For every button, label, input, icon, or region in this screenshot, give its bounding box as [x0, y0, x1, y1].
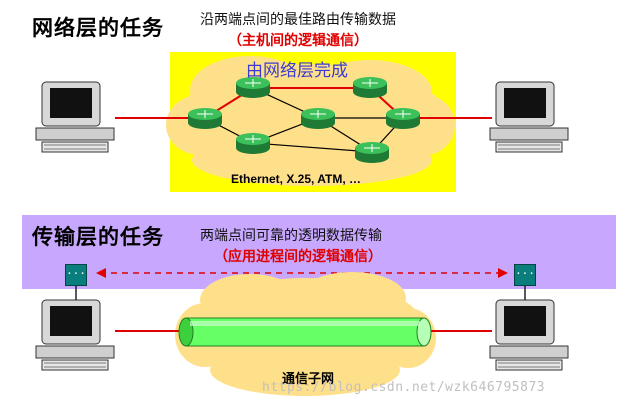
router-icon — [386, 108, 420, 129]
transport-layer-title: 传输层的任务 — [32, 224, 164, 249]
router-icon — [353, 77, 387, 98]
network-technologies: Ethernet, X.25, ATM, … — [231, 172, 362, 186]
process-icon-right: ··· — [514, 264, 536, 286]
pipe-icon — [178, 317, 432, 347]
router-icon — [188, 108, 222, 129]
transport-layer-caption: 两端点间可靠的透明数据传输 — [200, 228, 382, 244]
router-icon — [236, 77, 270, 98]
router-icon — [301, 108, 335, 129]
logical-link — [96, 268, 508, 278]
process-icon-left: ··· — [65, 264, 87, 286]
watermark: https://blog.csdn.net/wzk646795873 — [262, 380, 546, 395]
router-icon — [355, 142, 389, 163]
computer-icon — [35, 299, 115, 371]
computer-icon — [489, 299, 569, 371]
computer-icon — [489, 81, 569, 153]
computer-icon — [35, 81, 115, 153]
subnet-label: 通信子网 — [282, 372, 335, 387]
router-icon — [236, 133, 270, 154]
network-layer-highlight: （主机间的逻辑通信） — [228, 33, 368, 49]
transport-layer-highlight: （应用进程间的逻辑通信） — [214, 249, 382, 265]
network-panel-label: 由网络层完成 — [246, 61, 348, 81]
network-layer-caption: 沿两端点间的最佳路由传输数据 — [200, 12, 396, 28]
network-layer-title: 网络层的任务 — [32, 15, 164, 40]
